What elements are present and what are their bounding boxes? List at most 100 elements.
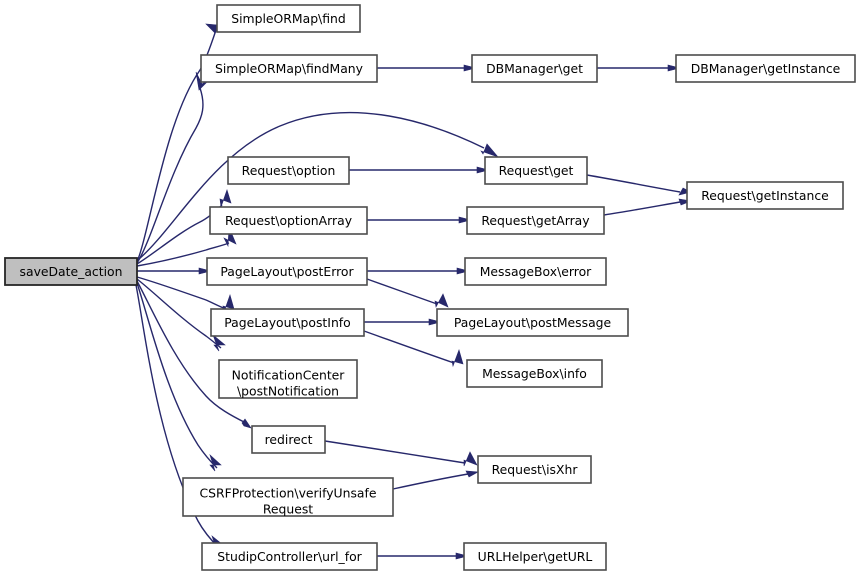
call-edge <box>586 174 692 196</box>
node-box[interactable] <box>216 4 361 33</box>
graph-node-dbmanager_get[interactable]: DBManager\get <box>471 54 598 83</box>
node-label: PageLayout\postMessage <box>454 315 611 330</box>
graph-node-request_getArray[interactable]: Request\getArray <box>466 206 605 235</box>
node-label: StudipController\url_for <box>217 549 362 564</box>
node-box[interactable] <box>463 542 607 571</box>
arrowhead-icon <box>209 454 222 472</box>
graph-node-messagebox_info[interactable]: MessageBox\info <box>466 359 603 388</box>
node-box[interactable] <box>471 54 598 83</box>
arrowhead-icon <box>434 293 449 308</box>
node-label: PageLayout\postInfo <box>224 315 351 330</box>
arrowhead-icon <box>219 189 232 208</box>
graph-node-postMessage[interactable]: PageLayout\postMessage <box>436 308 629 337</box>
node-box[interactable] <box>4 257 138 286</box>
node-box[interactable] <box>209 206 368 235</box>
call-edge <box>136 278 226 352</box>
graph-node-request_getInstance[interactable]: Request\getInstance <box>686 181 844 210</box>
node-box[interactable] <box>436 308 629 337</box>
node-box[interactable] <box>201 542 378 571</box>
node-label: Request\getInstance <box>701 188 829 203</box>
call-edge <box>367 216 472 224</box>
edge-line <box>136 280 247 424</box>
graph-node-postError[interactable]: PageLayout\postError <box>206 257 368 286</box>
node-box[interactable] <box>210 308 365 337</box>
graph-node-request_option[interactable]: Request\option <box>227 156 350 185</box>
edge-line <box>136 242 230 267</box>
edge-line <box>136 278 222 349</box>
call-edge <box>367 267 470 275</box>
node-label: Request\getArray <box>481 213 589 228</box>
node-box[interactable] <box>464 257 607 286</box>
graph-node-request_optionArray[interactable]: Request\optionArray <box>209 206 368 235</box>
arrowhead-icon <box>212 334 226 352</box>
graph-node-postNotification[interactable]: NotificationCenter\postNotification <box>218 359 358 399</box>
node-label-line2: \postNotification <box>237 384 339 399</box>
edge-line <box>366 278 438 305</box>
call-edge <box>603 198 693 216</box>
node-label: MessageBox\error <box>480 264 592 279</box>
node-label: saveDate_action <box>20 264 123 279</box>
graph-node-dbmanager_getInstance[interactable]: DBManager\getInstance <box>675 54 856 83</box>
node-box[interactable] <box>686 181 844 210</box>
arrowhead-icon <box>456 267 470 275</box>
graph-node-redirect[interactable]: redirect <box>251 425 326 454</box>
node-label: URLHelper\getURL <box>478 549 593 564</box>
call-edge <box>366 278 449 308</box>
node-box[interactable] <box>206 257 368 286</box>
edge-line <box>136 282 218 469</box>
graph-node-find[interactable]: SimpleORMap\find <box>216 4 361 33</box>
edges-layer <box>135 16 693 560</box>
node-box[interactable] <box>200 54 378 83</box>
node-box[interactable] <box>218 359 358 399</box>
call-edge <box>137 267 212 275</box>
node-label: Request\option <box>242 163 336 178</box>
graph-node-messagebox_error[interactable]: MessageBox\error <box>464 257 607 286</box>
node-box[interactable] <box>251 425 326 454</box>
node-label: MessageBox\info <box>482 366 587 381</box>
call-edge <box>349 166 490 174</box>
edge-line <box>136 276 227 310</box>
graph-node-request_isXhr[interactable]: Request\isXhr <box>477 455 592 484</box>
graph-node-saveDate_action[interactable]: saveDate_action <box>4 257 138 286</box>
edge-line <box>603 201 681 216</box>
call-edge <box>363 330 464 368</box>
node-box[interactable] <box>466 359 603 388</box>
call-edge <box>136 280 252 429</box>
edge-line <box>136 87 204 264</box>
arrowhead-icon <box>451 349 464 368</box>
graph-node-request_get[interactable]: Request\get <box>484 156 588 185</box>
arrowhead-icon <box>458 216 472 224</box>
node-label: redirect <box>265 432 313 447</box>
arrowhead-icon <box>198 267 212 275</box>
arrowhead-icon <box>463 64 477 72</box>
edge-line <box>363 330 455 364</box>
graph-node-findMany[interactable]: SimpleORMap\findMany <box>200 54 378 83</box>
graph-node-urlhelper_getURL[interactable]: URLHelper\getURL <box>463 542 607 571</box>
node-box[interactable] <box>466 206 605 235</box>
node-label: Request\optionArray <box>225 213 352 228</box>
edge-line <box>392 473 469 490</box>
node-box[interactable] <box>182 477 394 517</box>
call-edge <box>324 440 478 467</box>
arrowhead-icon <box>455 552 469 560</box>
node-box[interactable] <box>484 156 588 185</box>
call-edge <box>136 282 222 472</box>
node-box[interactable] <box>675 54 856 83</box>
node-box[interactable] <box>227 156 350 185</box>
arrowhead-icon <box>480 143 499 158</box>
call-edge <box>392 470 480 490</box>
edge-line <box>586 174 681 193</box>
graph-node-url_for[interactable]: StudipController\url_for <box>201 542 378 571</box>
node-box[interactable] <box>477 455 592 484</box>
node-label: Request\get <box>499 163 574 178</box>
call-edge <box>364 318 442 326</box>
call-edge <box>136 71 212 264</box>
call-edge <box>138 111 499 260</box>
graph-node-postInfo[interactable]: PageLayout\postInfo <box>210 308 365 337</box>
edge-line <box>324 440 466 464</box>
node-label: SimpleORMap\findMany <box>215 61 363 76</box>
arrowhead-icon <box>241 418 252 429</box>
